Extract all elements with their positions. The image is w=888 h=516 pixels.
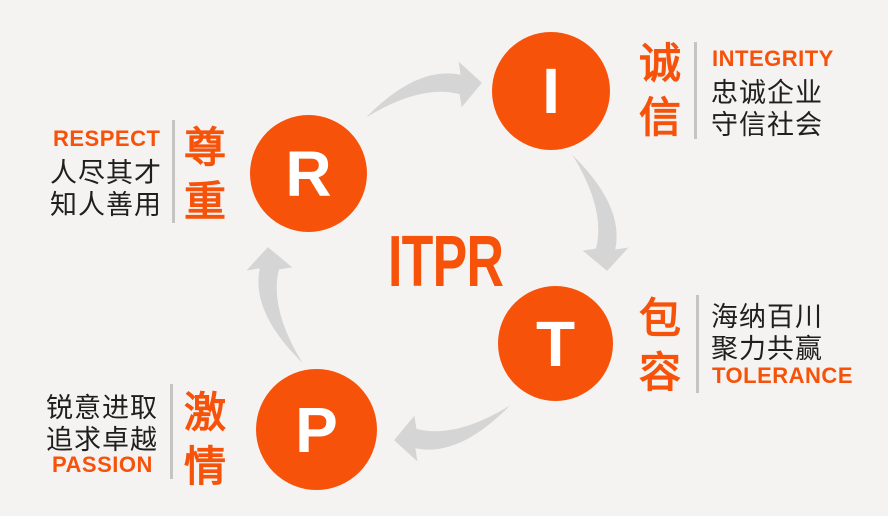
circle-passion: P xyxy=(256,369,377,490)
respect-desc-line-1: 人尽其才 xyxy=(50,158,162,188)
integrity-cn-char-1: 诚 xyxy=(638,40,681,87)
circle-letter-r: R xyxy=(285,137,332,210)
passion-desc-line-2: 追求卓越 xyxy=(46,425,158,455)
circle-integrity: I xyxy=(492,32,610,150)
passion-desc-line-1: 锐意进取 xyxy=(46,393,158,423)
passion-divider xyxy=(170,384,173,479)
integrity-desc-line-1: 忠诚企业 xyxy=(711,78,823,108)
curved-arrow-t-to-p-icon xyxy=(390,401,514,465)
center-title: ITPR xyxy=(388,222,504,302)
passion-cn-char-1: 激 xyxy=(183,389,226,436)
curved-arrow-i-to-t-icon xyxy=(568,151,632,275)
circle-letter-t: T xyxy=(535,307,576,380)
tolerance-desc-line-1: 海纳百川 xyxy=(711,302,823,332)
integrity-desc-line-2: 守信社会 xyxy=(711,110,823,140)
respect-divider xyxy=(172,120,175,223)
passion-description: 锐意进取 追求卓越 xyxy=(46,392,158,456)
respect-cn-char-1: 尊 xyxy=(183,124,226,171)
passion-en-label: PASSION xyxy=(52,452,153,477)
curved-arrow-r-to-i-icon xyxy=(362,58,486,122)
integrity-cn-char-2: 信 xyxy=(638,94,681,141)
tolerance-divider xyxy=(696,295,699,393)
respect-en-label: RESPECT xyxy=(53,126,161,151)
tolerance-cn-char-2: 容 xyxy=(638,349,681,396)
circle-letter-i: I xyxy=(542,55,560,127)
circle-letter-p: P xyxy=(295,393,338,466)
tolerance-cn-label: 包 容 xyxy=(636,293,684,401)
integrity-description: 忠诚企业 守信社会 xyxy=(711,77,823,141)
respect-cn-label: 尊 重 xyxy=(181,122,229,230)
integrity-divider xyxy=(694,42,697,139)
tolerance-desc-line-2: 聚力共赢 xyxy=(711,334,823,364)
respect-desc-line-2: 知人善用 xyxy=(50,190,162,220)
tolerance-description: 海纳百川 聚力共赢 xyxy=(711,301,823,365)
circle-tolerance: T xyxy=(498,286,613,401)
curved-arrow-p-to-r-icon xyxy=(243,243,307,367)
respect-description: 人尽其才 知人善用 xyxy=(50,157,162,221)
tolerance-cn-char-1: 包 xyxy=(638,295,681,342)
integrity-cn-label: 诚 信 xyxy=(636,38,684,146)
passion-cn-label: 激 情 xyxy=(181,387,229,495)
tolerance-en-label: TOLERANCE xyxy=(712,363,853,388)
integrity-en-label: INTEGRITY xyxy=(712,46,834,71)
passion-cn-char-2: 情 xyxy=(183,443,226,490)
respect-cn-char-2: 重 xyxy=(183,178,226,225)
circle-respect: R xyxy=(250,115,367,232)
